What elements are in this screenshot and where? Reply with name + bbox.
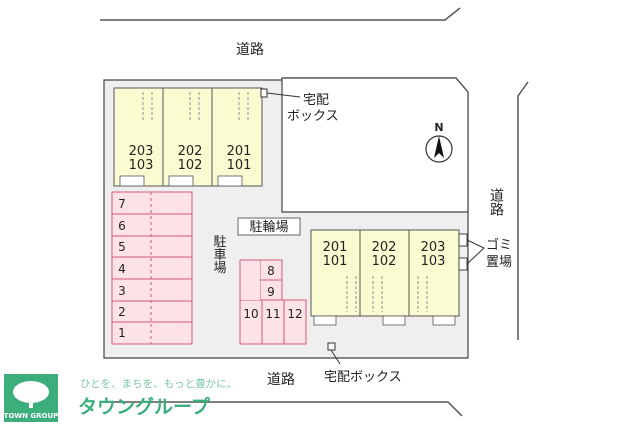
unit-label: 202	[372, 240, 397, 255]
parking-space-number: 12	[287, 307, 302, 321]
delivery-box-bottom-label: 宅配ボックス	[324, 370, 402, 385]
garbage-bin	[458, 233, 468, 247]
unit-label: 201	[323, 240, 348, 255]
garbage-bin	[458, 257, 468, 271]
delivery-box-top-label: ボックス	[287, 109, 339, 124]
bicycle-parking-box	[237, 217, 301, 236]
parking-space-number: 5	[118, 240, 126, 254]
balcony	[119, 175, 145, 187]
parking-label: 駐車場	[211, 235, 227, 274]
unit-label: 201	[227, 144, 252, 159]
road-label-bottom: 道路	[267, 372, 295, 388]
road-label-right: 道路	[488, 188, 504, 216]
parking-space-number: 11	[265, 307, 280, 321]
parking-space-number: 9	[267, 285, 275, 299]
delivery-box-top-label: 宅配	[303, 93, 329, 108]
unit-label: 103	[421, 254, 446, 269]
unit-label: 202	[178, 144, 203, 159]
parking-space-number: 4	[118, 262, 126, 276]
road-edge-bottom	[100, 401, 463, 417]
parking-center	[239, 259, 307, 345]
parking-space-number: 1	[118, 326, 126, 340]
parking-space-number: 8	[267, 264, 275, 278]
balcony	[313, 315, 337, 326]
brand-english: TOWN GROUP	[4, 412, 59, 420]
parking-space-number: 10	[243, 307, 258, 321]
road-edge-right	[517, 81, 529, 340]
balcony	[382, 315, 406, 326]
empty-area	[281, 77, 469, 213]
building-east	[310, 229, 460, 317]
brand-tagline: ひとを、まちを、もっと豊かに。	[80, 377, 237, 390]
unit-label: 103	[129, 158, 154, 173]
parking-space-number: 2	[118, 305, 126, 319]
parking-space-number: 7	[118, 197, 126, 211]
unit-label: 102	[372, 254, 397, 269]
parking-space-number: 3	[118, 284, 126, 298]
compass-icon: N	[425, 121, 453, 163]
delivery-box-bottom-icon	[327, 342, 336, 351]
delivery-box-top-icon	[260, 88, 268, 98]
unit-label: 102	[178, 158, 203, 173]
unit-label: 203	[421, 240, 446, 255]
unit-label: 101	[227, 158, 252, 173]
unit-label: 203	[129, 144, 154, 159]
building-west	[113, 87, 263, 187]
compass-north-label: N	[434, 121, 443, 134]
balcony	[432, 315, 456, 326]
brand-name: タウングループ	[78, 395, 211, 418]
parking-space-number: 6	[118, 219, 126, 233]
balcony	[217, 175, 243, 187]
balcony	[168, 175, 194, 187]
bicycle-parking-label: 駐輪場	[249, 219, 288, 235]
road-edge-top	[100, 7, 461, 21]
road-label-top: 道路	[236, 42, 264, 58]
brand-logo: TOWN GROUP	[4, 374, 59, 422]
garbage-label: ゴミ	[486, 237, 512, 253]
unit-label: 101	[323, 254, 348, 269]
parking-left	[111, 191, 193, 345]
garbage-label: 置場	[486, 255, 512, 270]
